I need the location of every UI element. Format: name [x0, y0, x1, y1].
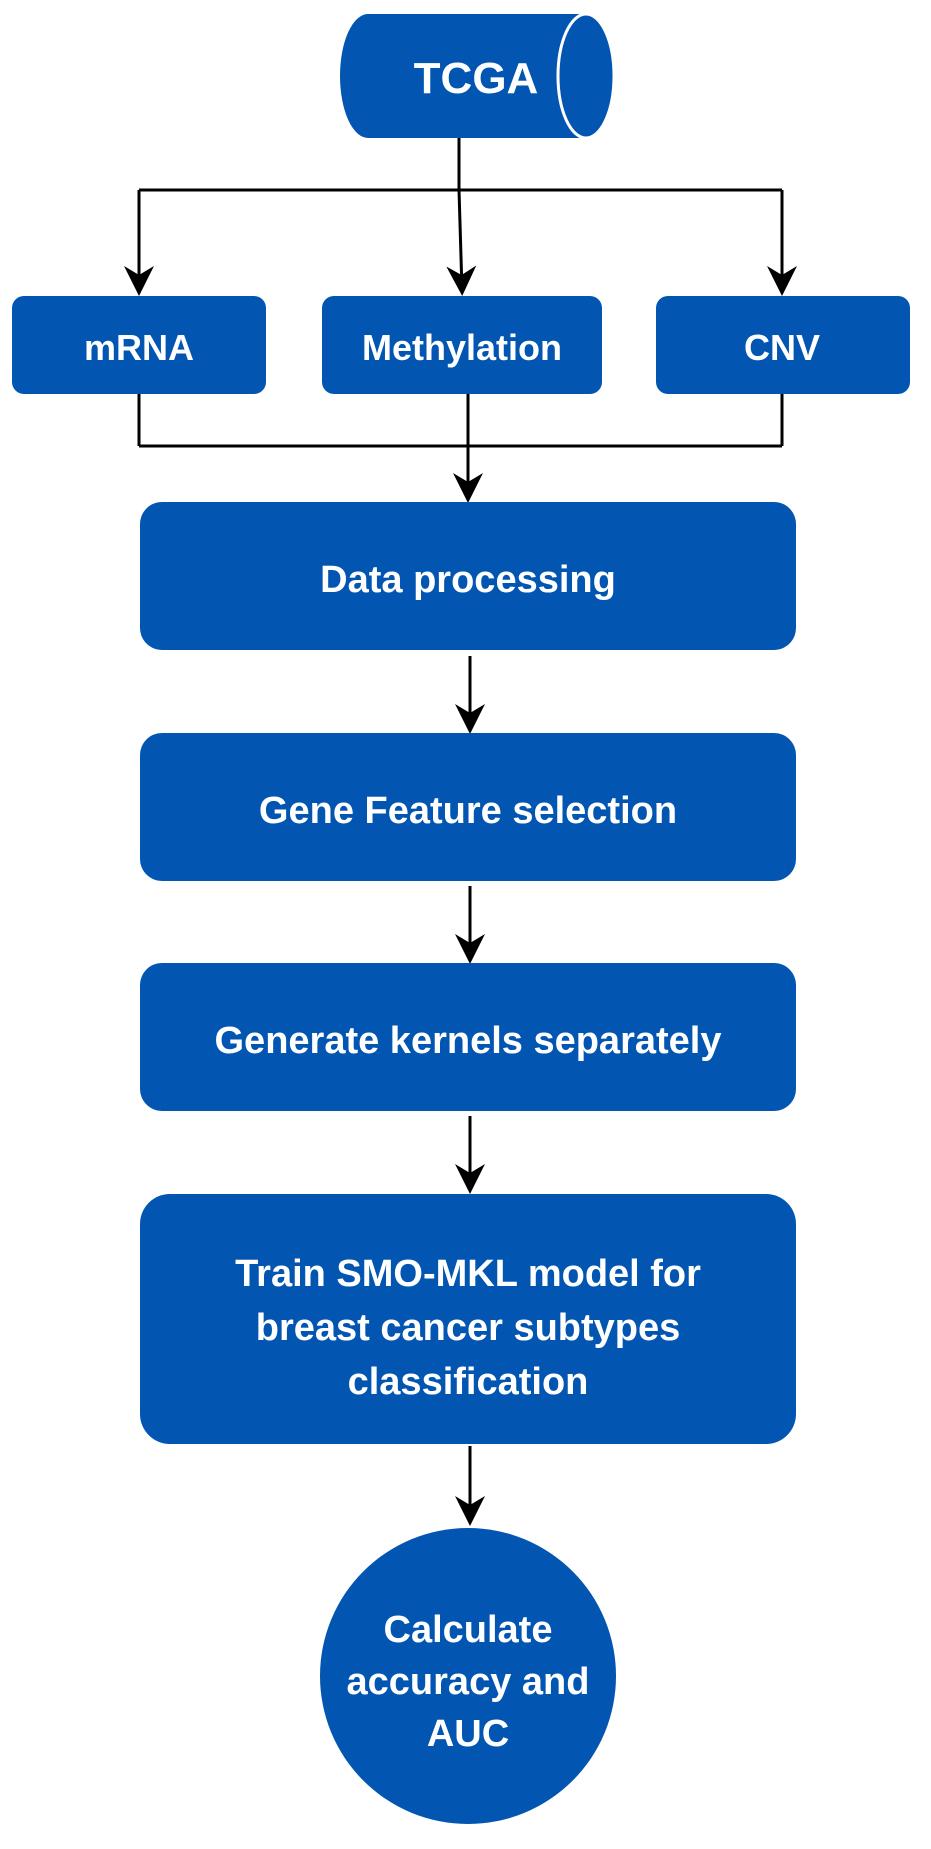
node-mrna-label: mRNA: [84, 327, 194, 368]
node-gene-feature-selection-label: Gene Feature selection: [259, 790, 677, 832]
node-evaluate-line-2: accuracy and: [347, 1661, 590, 1703]
node-mrna-box: [12, 296, 266, 394]
connectors: [124, 136, 797, 1526]
node-gene-feature-selection: Gene Feature selection: [140, 733, 796, 881]
cylinder-body: [340, 14, 614, 138]
node-evaluate-line-3: AUC: [427, 1713, 509, 1755]
node-methylation-label: Methylation: [362, 327, 562, 368]
node-generate-kernels: Generate kernels separately: [140, 963, 796, 1111]
tcga-label: TCGA: [414, 54, 539, 103]
node-data-processing: Data processing: [140, 502, 796, 650]
node-train-model: Train SMO-MKL model for breast cancer su…: [140, 1194, 796, 1444]
node-methylation-box: [322, 296, 602, 394]
edge-tcga-to-methylation: [446, 189, 477, 296]
node-train-model-line-3: classification: [348, 1361, 589, 1403]
node-data-processing-label: Data processing: [320, 559, 616, 601]
node-gene-feature-selection-box: [140, 733, 796, 881]
node-generate-kernels-label: Generate kernels separately: [215, 1020, 722, 1062]
node-cnv: CNV: [656, 296, 910, 394]
node-data-processing-box: [140, 502, 796, 650]
node-mrna: mRNA: [12, 296, 266, 394]
node-train-model-line-2: breast cancer subtypes: [256, 1307, 681, 1349]
node-generate-kernels-box: [140, 963, 796, 1111]
node-cnv-label: CNV: [744, 327, 820, 368]
cylinder-end-cap: [556, 12, 616, 140]
node-evaluate-circle: [320, 1528, 616, 1824]
node-train-model-line-1: Train SMO-MKL model for: [235, 1253, 701, 1295]
node-methylation: Methylation: [322, 296, 602, 394]
node-cnv-box: [656, 296, 910, 394]
source-node-tcga: TCGA: [340, 12, 616, 140]
node-evaluate-line-1: Calculate: [384, 1609, 553, 1651]
node-train-model-box: [140, 1194, 796, 1444]
node-evaluate: Calculate accuracy and AUC: [320, 1528, 616, 1824]
